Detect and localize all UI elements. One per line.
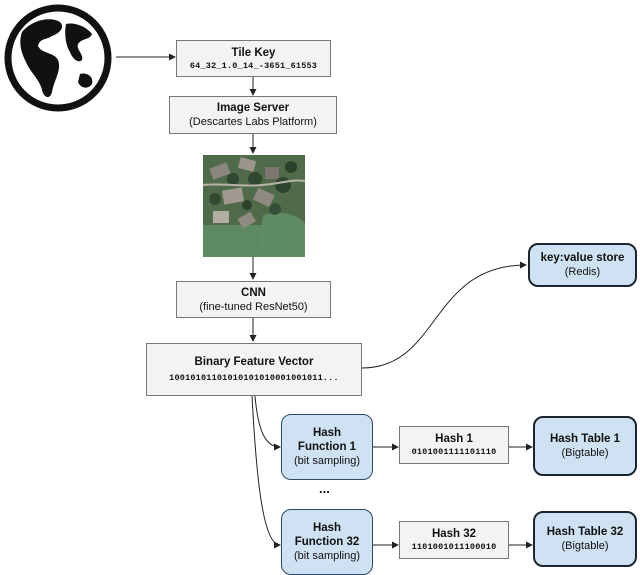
hash-32-title: Hash 32 xyxy=(431,528,477,540)
hash-function-32-title: Hash xyxy=(312,522,342,534)
hash-32-code: 1101001011100010 xyxy=(411,542,497,552)
hash-1-title: Hash 1 xyxy=(435,433,473,445)
tile-key-title: Tile Key xyxy=(231,46,276,59)
hash-1-code: 0101001111101110 xyxy=(411,447,497,457)
image-server-subtitle: (Descartes Labs Platform) xyxy=(189,116,317,128)
aerial-tile-image xyxy=(203,155,305,257)
hash-table-1-title: Hash Table 1 xyxy=(549,433,621,445)
arrow-vector-to-hashfn1 xyxy=(254,395,281,451)
hash-table-32-subtitle: (Bigtable) xyxy=(561,540,609,552)
ellipsis-label: ... xyxy=(319,481,330,496)
hash-table-32-title: Hash Table 32 xyxy=(546,526,624,538)
kv-store-title: key:value store xyxy=(540,252,625,264)
arrow-vector-to-hashfn32 xyxy=(251,395,281,549)
arrow-vector-to-kvstore xyxy=(361,261,527,369)
tile-key-code: 64_32_1.0_14_-3651_61553 xyxy=(189,60,318,71)
hash-function-1-title: Hash xyxy=(312,427,342,439)
hash-32-box: Hash 32 1101001011100010 xyxy=(399,521,509,559)
kv-store-box: key:value store (Redis) xyxy=(528,243,637,287)
cnn-title: CNN xyxy=(241,286,266,299)
hash-function-32-title2: Function 32 xyxy=(294,536,360,548)
globe-icon xyxy=(0,0,116,116)
kv-store-subtitle: (Redis) xyxy=(564,266,601,278)
cnn-box: CNN (fine-tuned ResNet50) xyxy=(176,281,331,318)
hash-function-1-subtitle: (bit sampling) xyxy=(293,455,361,467)
image-server-title: Image Server xyxy=(216,102,290,114)
hash-table-32-box: Hash Table 32 (Bigtable) xyxy=(533,511,637,567)
hash-1-box: Hash 1 0101001111101110 xyxy=(399,426,509,464)
feature-vector-title: Binary Feature Vector xyxy=(194,356,314,368)
hash-table-1-box: Hash Table 1 (Bigtable) xyxy=(533,416,637,476)
feature-vector-code: 10010101101010101010001001011... xyxy=(169,373,339,383)
hash-function-32-box: Hash Function 32 (bit sampling) xyxy=(281,509,373,575)
feature-vector-box: Binary Feature Vector 100101011010101010… xyxy=(146,343,362,396)
tile-key-box: Tile Key 64_32_1.0_14_-3651_61553 xyxy=(176,40,331,77)
hash-table-1-subtitle: (Bigtable) xyxy=(561,447,609,459)
hash-function-1-box: Hash Function 1 (bit sampling) xyxy=(281,414,373,480)
hash-function-32-subtitle: (bit sampling) xyxy=(293,550,361,562)
hash-function-1-title2: Function 1 xyxy=(297,441,357,453)
image-server-box: Image Server (Descartes Labs Platform) xyxy=(169,96,337,134)
cnn-subtitle: (fine-tuned ResNet50) xyxy=(199,300,308,313)
